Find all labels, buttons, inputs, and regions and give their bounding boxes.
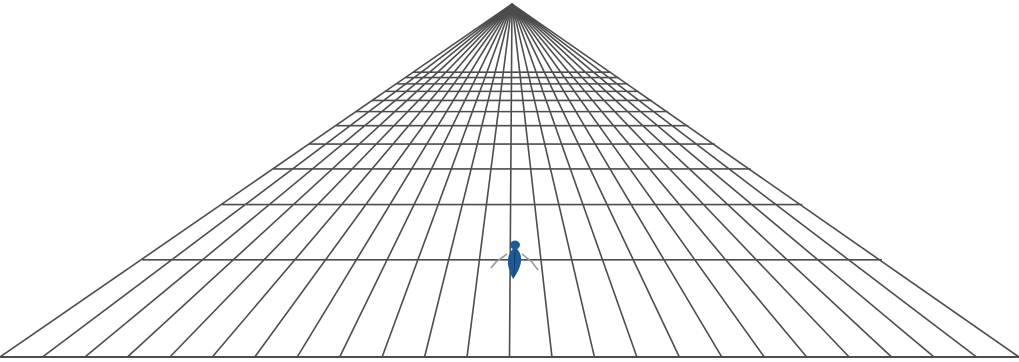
blue-leaf-figure-icon: [490, 240, 539, 279]
radial-line: [41, 3, 513, 358]
radial-line: [381, 3, 513, 358]
figure-right-leg: [521, 253, 539, 271]
radial-line: [338, 3, 513, 358]
radial-line: [466, 3, 513, 358]
radial-line: [169, 3, 513, 358]
radial-line: [511, 3, 681, 358]
figure-left-leg: [490, 253, 508, 269]
radial-line: [508, 3, 513, 358]
radial-line: [511, 3, 596, 358]
radial-line: [253, 3, 513, 358]
radial-line: [84, 3, 513, 358]
radial-line: [511, 3, 978, 358]
radial-line: [423, 3, 513, 358]
radial-line: [511, 3, 808, 358]
radial-line: [511, 3, 638, 358]
radial-line: [511, 3, 1019, 358]
horizontal-grid-lines: [141, 71, 883, 261]
radial-line: [511, 3, 766, 358]
radial-line: [511, 3, 935, 358]
radial-line: [0, 3, 513, 358]
radial-line: [211, 3, 513, 358]
radial-line: [511, 3, 723, 358]
radial-line: [511, 3, 893, 358]
radial-line: [511, 3, 553, 358]
figure-head: [510, 240, 520, 250]
figure-midline: [513, 249, 516, 277]
radial-line: [296, 3, 513, 358]
radial-line: [511, 3, 850, 358]
radial-line: [126, 3, 513, 358]
radial-grid-lines: [0, 3, 1019, 358]
